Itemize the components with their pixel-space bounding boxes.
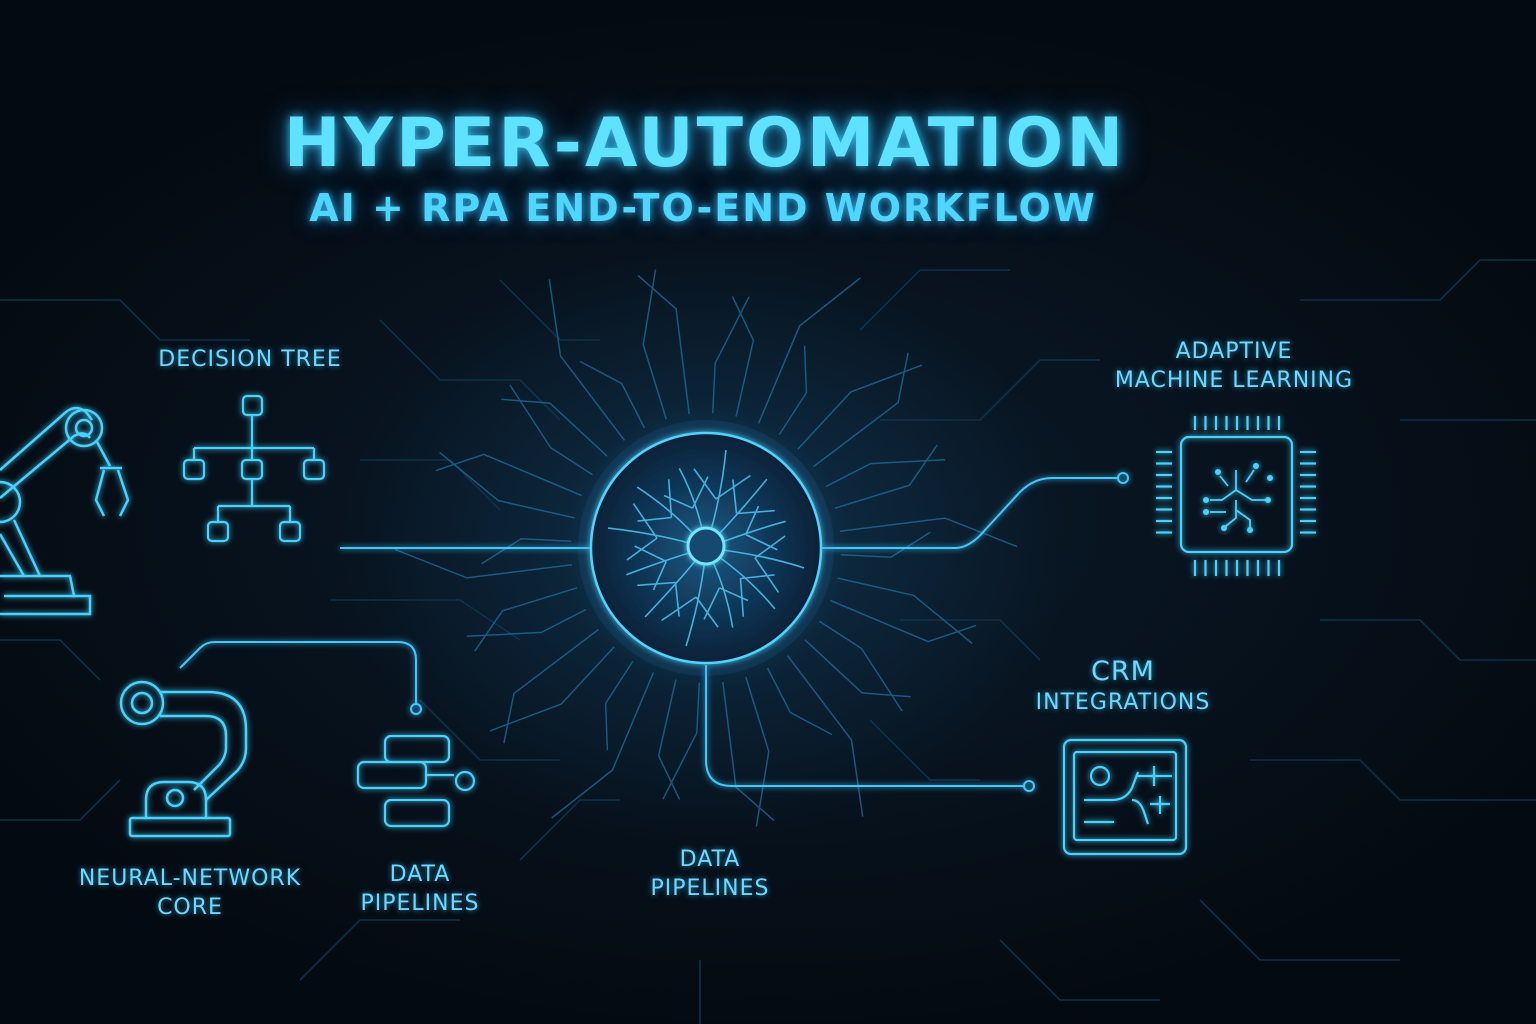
connector-core-to-ml bbox=[822, 477, 1118, 549]
background-circuit-traces bbox=[0, 259, 1536, 1024]
pipeline-blocks-icon bbox=[356, 734, 476, 828]
data-pipelines-left-label-line-1: DATA bbox=[389, 862, 451, 887]
core-radiating-trace bbox=[435, 453, 582, 497]
neural-core-label-line-1: NEURAL-NETWORK bbox=[78, 866, 302, 891]
crm-label: CRM INTEGRATIONS bbox=[1010, 656, 1236, 717]
core-vein bbox=[695, 596, 719, 628]
core-radiating-trace bbox=[834, 444, 938, 509]
core-radiating-trace bbox=[637, 274, 690, 415]
connector-ml-endpoint bbox=[1117, 472, 1129, 484]
data-pipelines-center-label-line-2: PIPELINES bbox=[650, 876, 770, 901]
crm-label-line-2: INTEGRATIONS bbox=[1035, 690, 1211, 715]
page-title: HYPER-AUTOMATION bbox=[283, 104, 1127, 183]
core-vein bbox=[693, 468, 717, 500]
adaptive-ml-label-line-1: ADAPTIVE bbox=[1175, 339, 1293, 364]
adaptive-ml-label: ADAPTIVE MACHINE LEARNING bbox=[1100, 337, 1368, 395]
neural-core-label-line-2: CORE bbox=[157, 895, 223, 920]
page-subtitle: AI + RPA END-TO-END WORKFLOW bbox=[309, 186, 1097, 230]
data-pipelines-center-label: DATA PIPELINES bbox=[620, 845, 800, 903]
core-radiating-trace bbox=[466, 608, 587, 638]
core-radiating-trace bbox=[481, 538, 572, 565]
decision-tree-icon bbox=[182, 394, 326, 543]
crm-panel-icon bbox=[1062, 738, 1188, 856]
core-radiating-trace bbox=[474, 587, 578, 652]
core-vein bbox=[719, 587, 749, 602]
core-radiating-trace bbox=[394, 548, 573, 579]
chip-icon bbox=[1156, 416, 1316, 576]
core-vein bbox=[674, 582, 680, 617]
core-radiating-trace bbox=[731, 296, 755, 417]
core-radiating-trace bbox=[813, 352, 909, 468]
core-radiating-trace bbox=[439, 451, 575, 519]
connector-pipeline-endpoint bbox=[410, 703, 422, 715]
core-radiating-trace bbox=[778, 345, 808, 436]
core-radiating-trace bbox=[604, 660, 634, 751]
core-vein bbox=[732, 479, 738, 514]
connector-arm-to-pipeline bbox=[179, 641, 417, 704]
core-radiating-traces bbox=[394, 269, 1018, 827]
robotic-arm-edge-icon bbox=[0, 406, 130, 616]
core-radiating-trace bbox=[551, 672, 655, 819]
core-radiating-trace bbox=[711, 296, 750, 414]
core-radiating-trace bbox=[548, 279, 626, 441]
data-pipelines-left-label-line-2: PIPELINES bbox=[360, 891, 480, 916]
neural-core-label: NEURAL-NETWORK CORE bbox=[60, 864, 320, 922]
core-vein bbox=[652, 561, 667, 591]
connector-core-to-crm bbox=[705, 665, 1024, 787]
core-radiating-trace bbox=[797, 364, 923, 450]
core-radiating-trace bbox=[489, 646, 615, 732]
core-radiating-trace bbox=[825, 458, 946, 488]
core-vein bbox=[663, 494, 693, 509]
core-vein bbox=[637, 516, 672, 522]
core-radiating-trace bbox=[786, 655, 864, 817]
core-radiating-trace bbox=[642, 269, 667, 420]
core-vein bbox=[634, 545, 667, 563]
core-vein bbox=[745, 505, 760, 535]
data-pipelines-left-label: DATA PIPELINES bbox=[330, 860, 510, 918]
core-vein bbox=[745, 533, 778, 551]
core-radiating-trace bbox=[804, 639, 911, 698]
core-vein bbox=[626, 537, 658, 561]
core-radiating-trace bbox=[503, 628, 599, 744]
core-radiating-trace bbox=[839, 517, 1018, 548]
core-radiating-trace bbox=[662, 682, 701, 800]
core-radiating-trace bbox=[840, 531, 931, 558]
connection-lines bbox=[179, 472, 1129, 792]
core-radiating-trace bbox=[830, 599, 977, 643]
crm-label-line-1: CRM bbox=[1091, 656, 1155, 687]
core-radiating-trace bbox=[509, 384, 594, 476]
core-radiating-trace bbox=[501, 398, 608, 457]
core-radiating-trace bbox=[579, 360, 646, 429]
adaptive-ml-label-line-2: MACHINE LEARNING bbox=[1114, 368, 1354, 393]
core-radiating-trace bbox=[766, 667, 833, 736]
decision-tree-label-line: DECISION TREE bbox=[158, 347, 342, 372]
core-radiating-trace bbox=[722, 681, 775, 822]
core-radiating-trace bbox=[657, 679, 681, 800]
core-radiating-trace bbox=[757, 277, 861, 424]
robotic-arm-icon bbox=[119, 680, 248, 838]
core-radiating-trace bbox=[818, 620, 903, 712]
connector-crm-endpoint bbox=[1023, 780, 1035, 792]
core-vein bbox=[703, 587, 721, 620]
data-pipelines-center-label-line-1: DATA bbox=[679, 847, 741, 872]
core-vein bbox=[740, 574, 775, 580]
decision-tree-label: DECISION TREE bbox=[130, 345, 370, 374]
core-radiating-trace bbox=[745, 676, 770, 827]
core-vein bbox=[691, 476, 709, 509]
neural-core-icon bbox=[578, 420, 834, 676]
core-radiating-trace bbox=[837, 577, 973, 645]
